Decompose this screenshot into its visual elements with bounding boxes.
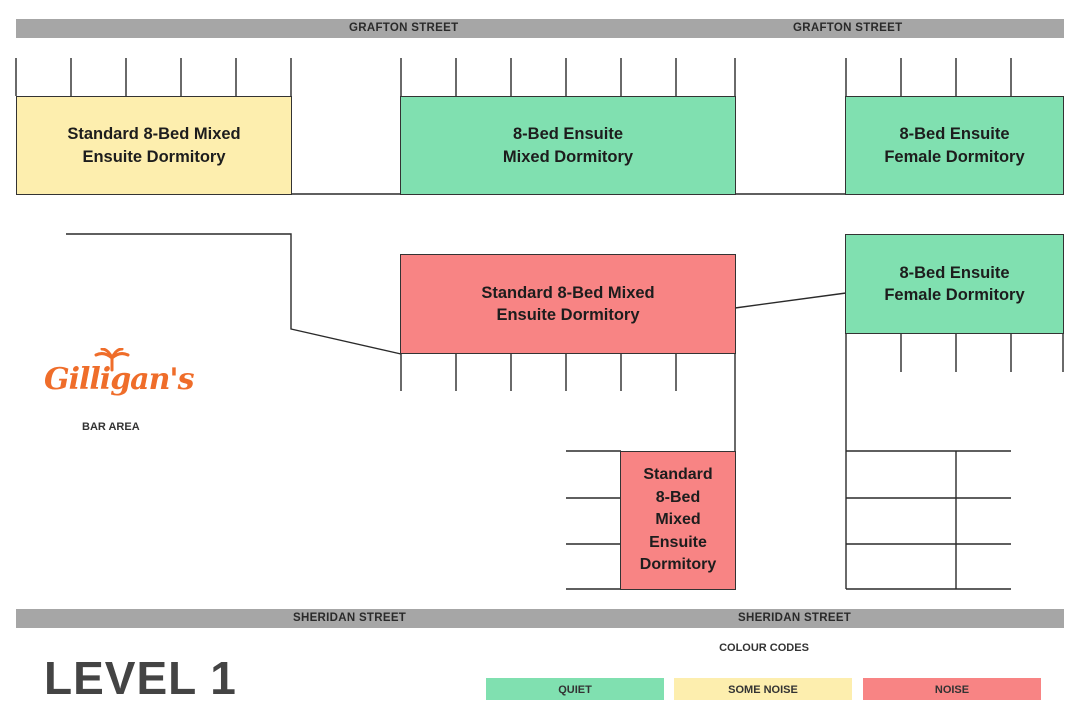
legend-noise-label: NOISE	[934, 684, 970, 696]
room-standard-mixed-bottom: Standard 8-Bed Mixed Ensuite Dormitory	[620, 451, 736, 590]
legend-quiet-label: QUIET	[558, 684, 592, 696]
room-ensuite-mixed-top-middle: 8-Bed Ensuite Mixed Dormitory	[400, 96, 736, 195]
room-label: 8-Bed Ensuite Female Dormitory	[884, 263, 1025, 305]
gilligans-logo: Gilligan's	[44, 348, 195, 410]
street-label-sheridan-right: SHERIDAN STREET	[738, 612, 852, 624]
colour-codes-title: COLOUR CODES	[719, 642, 809, 654]
sheridan-street-bar: SHERIDAN STREET SHERIDAN STREET	[16, 609, 1064, 628]
street-label-sheridan-left: SHERIDAN STREET	[293, 612, 407, 624]
room-label: Standard 8-Bed Mixed Ensuite Dormitory	[481, 283, 655, 325]
street-label-grafton-right: GRAFTON STREET	[793, 22, 903, 34]
legend-noise: NOISE	[863, 678, 1041, 700]
room-label: 8-Bed Ensuite Female Dormitory	[884, 125, 1025, 166]
legend-some-noise-label: SOME NOISE	[728, 684, 798, 696]
room-label: Standard 8-Bed Mixed Ensuite Dormitory	[67, 125, 241, 166]
level-title: LEVEL 1	[44, 652, 237, 704]
legend-quiet: QUIET	[486, 678, 664, 700]
room-ensuite-female-top-right: 8-Bed Ensuite Female Dormitory	[845, 96, 1064, 195]
street-label-grafton-left: GRAFTON STREET	[349, 22, 459, 34]
grafton-street-bar: GRAFTON STREET GRAFTON STREET	[16, 19, 1064, 38]
room-ensuite-female-middle-right: 8-Bed Ensuite Female Dormitory	[845, 234, 1064, 334]
room-standard-mixed-top-left: Standard 8-Bed Mixed Ensuite Dormitory	[16, 96, 292, 195]
palm-tree-icon	[94, 348, 130, 372]
room-label: Standard 8-Bed Mixed Ensuite Dormitory	[639, 466, 717, 574]
bar-area-label: BAR AREA	[82, 421, 140, 433]
room-standard-mixed-middle: Standard 8-Bed Mixed Ensuite Dormitory	[400, 254, 736, 354]
logo-text: Gilligan's	[44, 362, 195, 397]
room-label: 8-Bed Ensuite Mixed Dormitory	[502, 125, 634, 166]
legend-some-noise: SOME NOISE	[674, 678, 852, 700]
